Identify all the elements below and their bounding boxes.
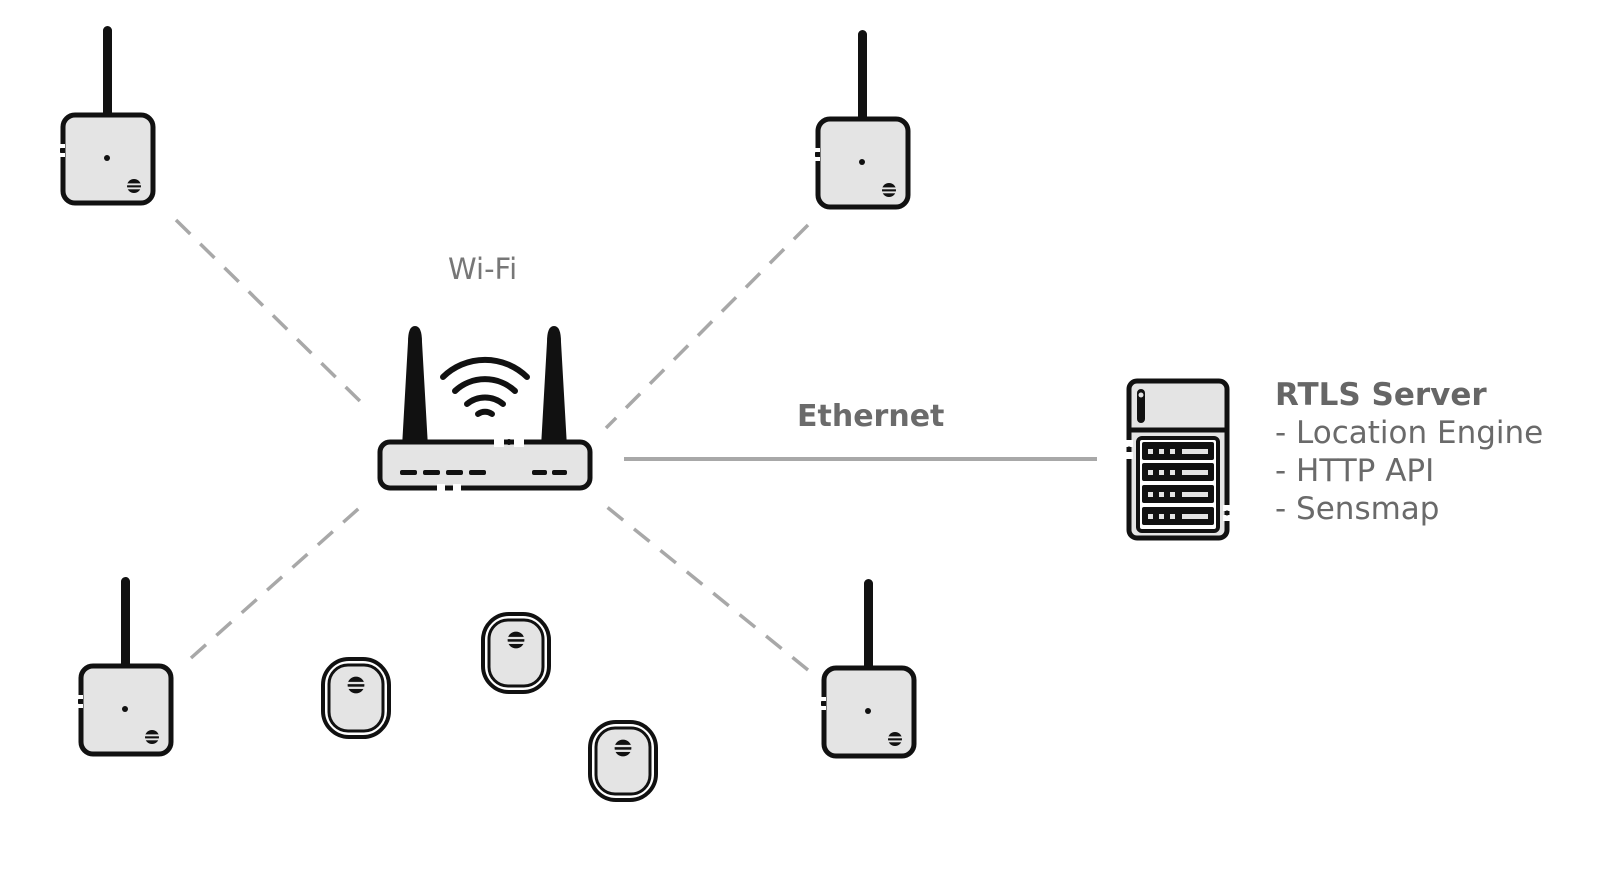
server-feature-item: - HTTP API: [1275, 453, 1435, 489]
link-bottom-right: [600, 501, 810, 672]
wifi-router-icon: [377, 326, 593, 492]
server-title: RTLS Server: [1275, 377, 1487, 413]
tag-right-icon: [590, 722, 656, 800]
server-feature-item: - Sensmap: [1275, 491, 1440, 527]
link-top-right: [604, 223, 810, 430]
link-top-left: [174, 218, 368, 409]
server-feature-list: - Location Engine - HTTP API - Sensmap: [1275, 414, 1543, 528]
wifi-label: Wi-Fi: [448, 252, 518, 286]
anchor-top-left-icon: [58, 26, 153, 203]
server-info: RTLS Server - Location Engine - HTTP API…: [1275, 376, 1543, 528]
anchor-top-right-icon: [813, 30, 908, 207]
ethernet-label: Ethernet: [797, 399, 945, 434]
radio-links: [174, 218, 810, 672]
link-bottom-left: [189, 500, 368, 660]
server-feature-item: - Location Engine: [1275, 415, 1544, 451]
wifi-signal-icon: [440, 356, 530, 417]
server-rack-icon: [1125, 378, 1231, 541]
tag-middle-icon: [483, 614, 549, 692]
tag-left-icon: [323, 659, 389, 737]
anchor-bottom-right-icon: [819, 579, 914, 756]
anchor-bottom-left-icon: [76, 577, 171, 754]
